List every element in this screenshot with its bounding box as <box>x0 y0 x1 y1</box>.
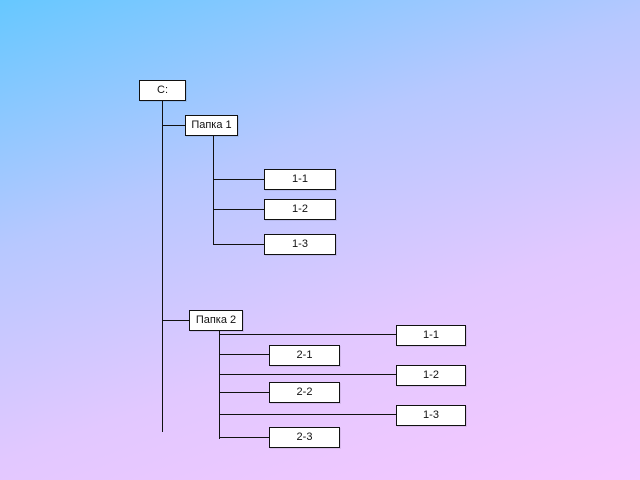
branch-line-f2-a2 <box>219 374 396 375</box>
branch-line-f2-b2 <box>219 392 269 393</box>
branch-line-f2-b1 <box>219 354 269 355</box>
branch-line-f2-b3 <box>219 437 269 438</box>
branch-line-f1-3 <box>213 244 264 245</box>
branch-line-f2-a3 <box>219 414 396 415</box>
trunk-line-folder1 <box>213 136 214 244</box>
folder2-child-node: 2-1 <box>269 345 340 366</box>
folder2-node: Папка 2 <box>189 310 243 331</box>
folder2-child-node: 2-3 <box>269 427 340 448</box>
folder1-child-node: 1-1 <box>264 169 336 190</box>
folder2-child-node: 1-3 <box>396 405 466 426</box>
folder1-child-node: 1-3 <box>264 234 336 255</box>
folder2-child-node: 2-2 <box>269 382 340 403</box>
branch-line-f1-2 <box>213 209 264 210</box>
root-drive-node: C: <box>139 80 186 101</box>
folder1-child-node: 1-2 <box>264 199 336 220</box>
branch-line-folder2 <box>162 320 189 321</box>
branch-line-folder1 <box>162 125 185 126</box>
folder1-node: Папка 1 <box>185 115 238 136</box>
branch-line-f2-a1 <box>219 334 396 335</box>
branch-line-f1-1 <box>213 179 264 180</box>
trunk-line-root <box>162 100 163 432</box>
trunk-line-folder2 <box>219 331 220 439</box>
folder2-child-node: 1-1 <box>396 325 466 346</box>
folder2-child-node: 1-2 <box>396 365 466 386</box>
